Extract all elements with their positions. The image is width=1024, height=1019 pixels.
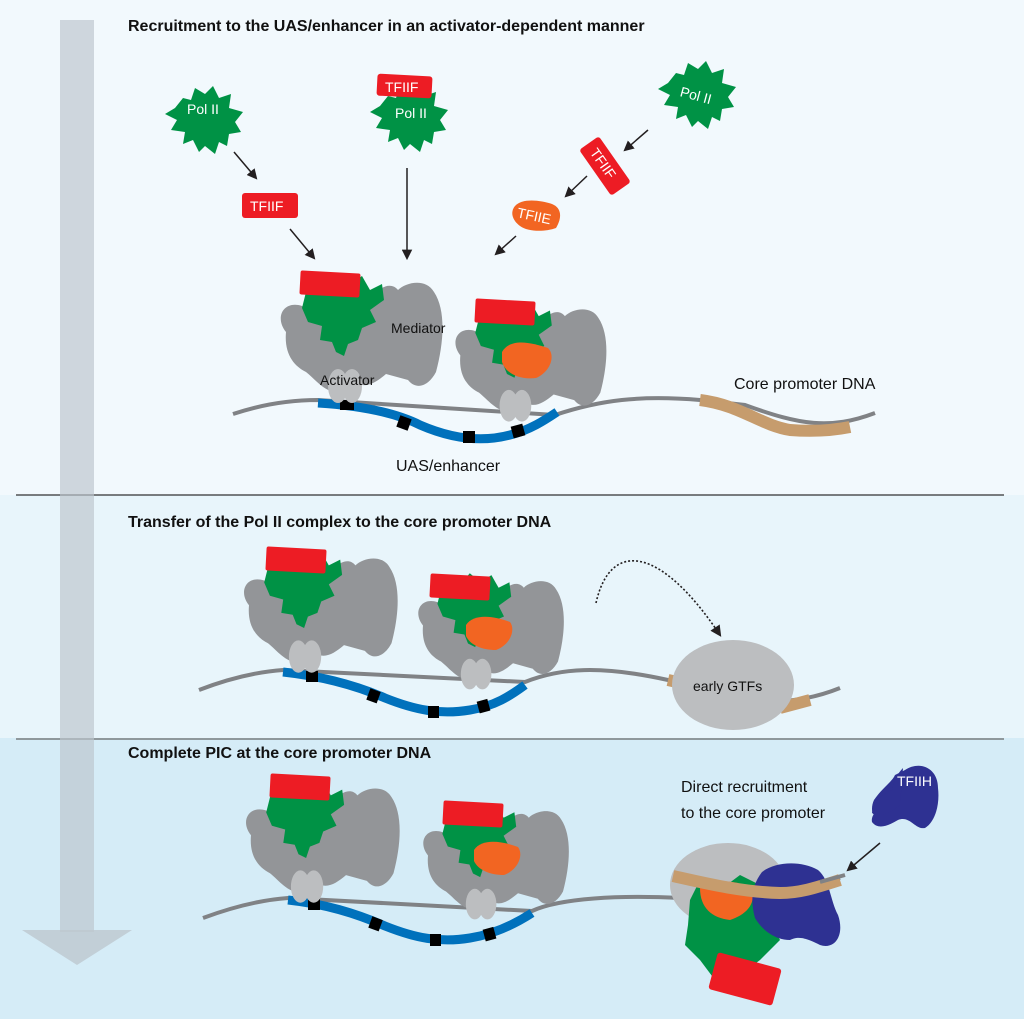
arrow-tfiif-to-tfiie (564, 175, 588, 198)
panel-title-complete-pic: Complete PIC at the core promoter DNA (128, 745, 432, 762)
tfiih-free: TFIIH (871, 765, 939, 829)
arrow-tfiih-to-pic (846, 842, 881, 872)
tfiif-free: TFIIF (242, 193, 298, 218)
mediator-pol2-complex-1 (280, 270, 443, 403)
mediator-pol2-complex-4 (418, 573, 564, 690)
svg-text:Pol II: Pol II (395, 105, 427, 121)
mediator-pol2-complex-2 (455, 298, 607, 422)
svg-text:TFIIH: TFIIH (897, 773, 932, 789)
dna-strand (232, 396, 876, 426)
pol2-label: Pol II (187, 101, 219, 117)
activator-binding-sites-2 (306, 671, 491, 718)
panel-recruitment-bg (0, 0, 1024, 495)
mediator-label: Mediator (391, 320, 446, 336)
core-promoter-dna (699, 394, 852, 437)
activator-binding-sites-3 (308, 899, 497, 946)
uas-enhancer-dna (317, 398, 560, 444)
panel-title-recruitment: Recruitment to the UAS/enhancer in an ac… (128, 18, 645, 35)
svg-text:early GTFs: early GTFs (693, 678, 762, 694)
panel-title-transfer: Transfer of the Pol II complex to the co… (128, 514, 552, 531)
pol2-free-a: Pol II (165, 86, 243, 154)
activator-binding-sites (340, 400, 526, 443)
mediator-pol2-complex-6 (423, 800, 569, 920)
early-gtfs: early GTFs (672, 640, 794, 730)
transfer-dotted-arrow (595, 560, 722, 637)
tfiif-tilted: TFIIF (580, 137, 630, 195)
uas-enhancer-label: UAS/enhancer (396, 458, 501, 475)
uas-enhancer-dna-2 (282, 667, 528, 717)
arrow-tfiif-to-complex (289, 228, 316, 260)
direct-recruitment-label-line1: Direct recruitment (681, 779, 808, 796)
uas-enhancer-dna-3 (287, 895, 535, 945)
timeline-arrow (22, 20, 132, 965)
core-promoter-label: Core promoter DNA (734, 376, 876, 393)
complete-pic-complex (670, 843, 846, 1006)
arrow-tfiie-to-complex (494, 235, 517, 256)
svg-text:TFIIF: TFIIF (385, 79, 418, 95)
arrow-pol2c-to-tfiif (623, 129, 649, 152)
tfiie-free: TFIIE (512, 200, 561, 231)
svg-text:Pol II: Pol II (678, 83, 713, 107)
pol2-free-c: Pol II (658, 61, 736, 129)
pol2-tfiif-complex: TFIIF Pol II (370, 73, 448, 152)
svg-text:TFIIF: TFIIF (250, 198, 283, 214)
direct-recruitment-label-line2: to the core promoter (681, 805, 826, 822)
arrow-pol2a-to-tfiif (233, 151, 258, 180)
activator-label: Activator (320, 372, 375, 388)
svg-text:TFIIE: TFIIE (516, 204, 553, 227)
mediator-pol2-complex-3 (244, 546, 398, 673)
mediator-pol2-complex-5 (246, 773, 400, 903)
